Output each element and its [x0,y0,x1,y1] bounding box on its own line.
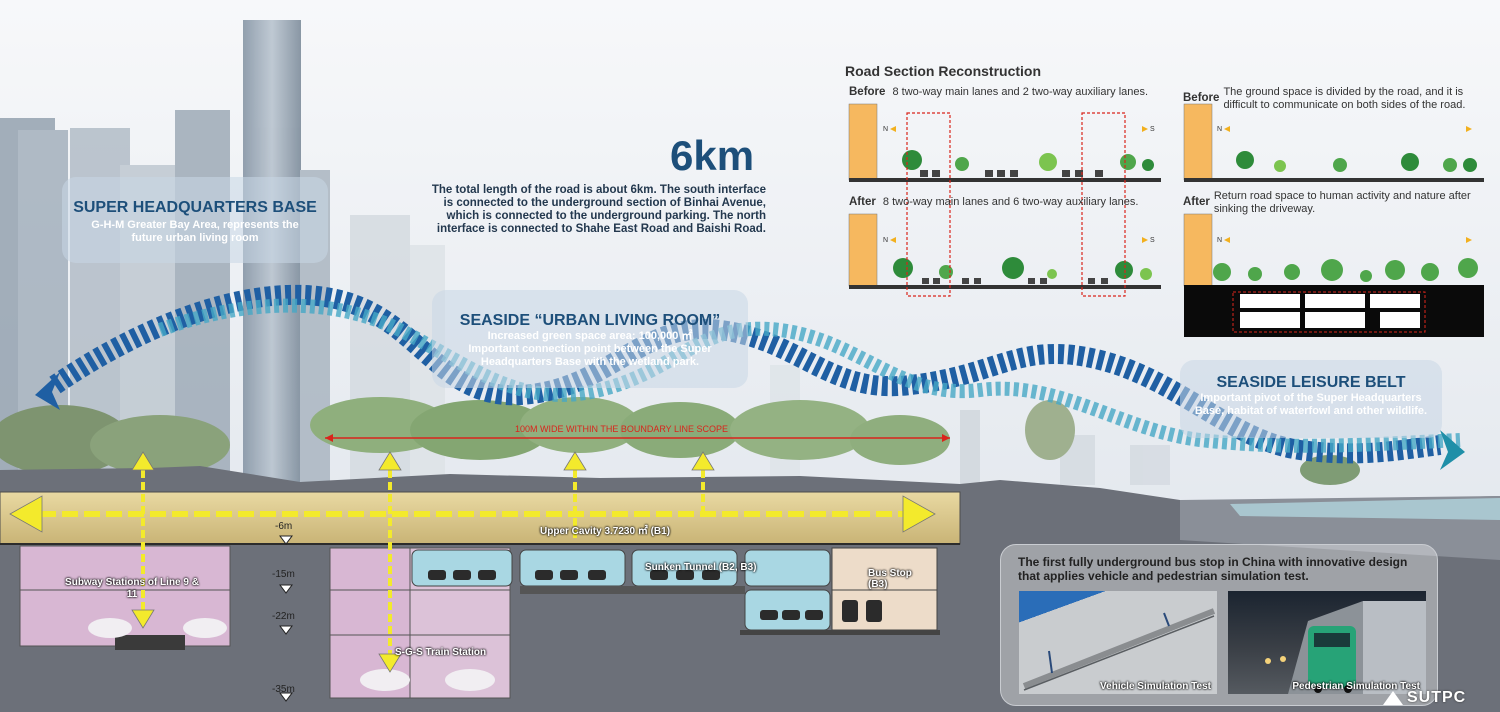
svg-text:S: S [1150,237,1155,244]
leisure-text: Important pivot of the Super Headquarter… [1194,392,1428,417]
tree-canopy [0,397,1360,485]
hq-panel: SUPER HEADQUARTERS BASE G-H-M Greater Ba… [62,177,328,263]
road-section-title: Road Section Reconstruction [845,63,1042,79]
pedestrian-sim-caption: Pedestrian Simulation Test [1292,681,1420,692]
logo-mark-icon [1383,691,1403,705]
yellow-vertical-arrows [141,470,705,660]
living-room-panel: SEASIDE “URBAN LIVING ROOM” Increased gr… [432,290,748,388]
living-room-line2: Important connection point between the S… [468,343,712,368]
rs-after-right-row: After Return road space to human activit… [1183,190,1488,216]
scope-label: 100M WIDE WITHIN THE BOUNDARY LINE SCOPE [515,424,729,434]
pedestrian-sim-image: Pedestrian Simulation Test [1228,591,1426,694]
svg-text:N: N [1217,126,1222,133]
length-headline: 6km [670,132,755,179]
rs-after-left-text: 8 two-way main lanes and 6 two-way auxil… [882,196,1139,208]
sutpc-logo: SUTPC [1383,689,1466,707]
rs-before-label-right: Before [1183,92,1220,104]
rs-after-label-right: After [1183,196,1210,208]
road-section-left-after: N S [848,213,1161,289]
bus-stop-label: Bus Stop (B3) [868,568,912,590]
subway-label: Subway Stations of Line 9 & 11 [65,577,199,600]
upper-cavity-label: Upper Cavity 3.7230 ㎡ (B1) [540,526,671,537]
rs-before-right-row: Before The ground space is divided by th… [1183,86,1488,112]
bus-box-title: The first fully underground bus stop in … [1018,555,1408,583]
road-section-right-before: N [1183,103,1484,182]
wave-arrow-tail [35,372,60,410]
rs-after-right-text: Return road space to human activity and … [1213,190,1471,215]
rs-before-label: Before [849,86,886,98]
depth-markers [279,535,293,702]
svg-text:N: N [883,237,888,244]
vehicle-sim-drawing [1022,608,1216,691]
sunken-tunnel-cells [411,547,940,635]
hq-text: G-H-M Greater Bay Area, represents the f… [91,219,299,244]
train-station-label: S-G-S Train Station [395,647,487,658]
sunken-tunnel-label: Sunken Tunnel (B2, B3) [645,562,757,573]
vehicle-sim-image: Vehicle Simulation Test [1019,591,1217,694]
hq-title: SUPER HEADQUARTERS BASE [73,199,317,216]
svg-text:N: N [883,126,888,133]
depth-label: -35m [272,684,295,695]
leisure-panel: SEASIDE LEISURE BELT Important pivot of … [1180,360,1442,438]
svg-text:N: N [1217,237,1222,244]
rs-before-left-row: Before 8 two-way main lanes and 2 two-wa… [849,86,1148,98]
rs-after-label: After [849,196,876,208]
rs-before-left-text: 8 two-way main lanes and 2 two-way auxil… [892,86,1149,98]
wave-arrow-head [1440,430,1465,470]
living-room-title: SEASIDE “URBAN LIVING ROOM” [459,312,721,329]
depth-label: -15m [272,569,295,580]
flow-wave-light [157,298,1461,453]
bus-stop-box: The first fully underground bus stop in … [1000,544,1438,706]
logo-text: SUTPC [1407,689,1467,706]
leisure-title: SEASIDE LEISURE BELT [1216,374,1406,391]
depth-label: -22m [272,611,295,622]
intro-text: The total length of the road is about 6k… [431,184,766,235]
svg-text:S: S [1150,126,1155,133]
living-room-line1: Increased green space area: 100,000 ㎡ [487,330,693,342]
pedestrian-sim-drawing [1265,601,1426,694]
yellow-horizontal-arrow [9,495,936,533]
rs-after-left-row: After 8 two-way main lanes and 6 two-way… [849,196,1138,208]
depth-label: -6m [275,521,293,532]
vehicle-sim-caption: Vehicle Simulation Test [1100,681,1211,692]
road-section-right-after: N [1183,213,1484,337]
rs-before-right-text: The ground space is divided by the road,… [1223,86,1466,111]
boundary-scope-line [325,434,950,442]
